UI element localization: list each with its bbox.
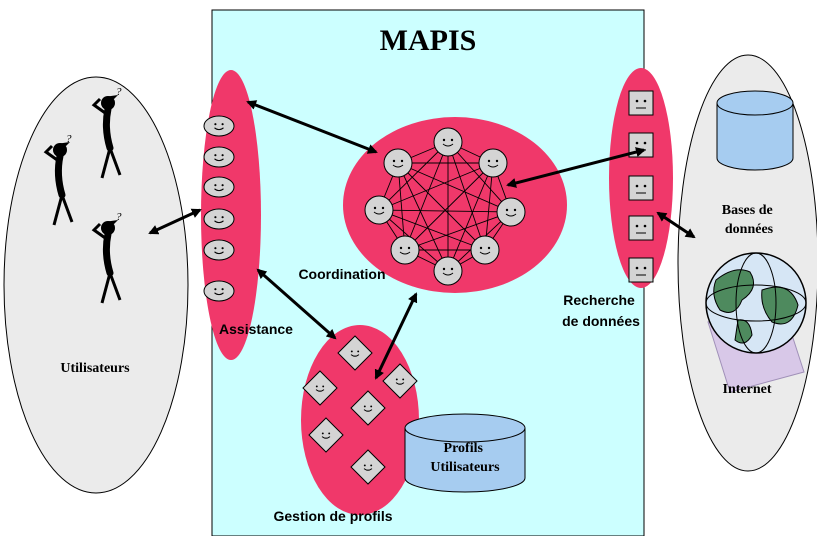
round-smiley-agent-icon	[478, 148, 508, 178]
users-ellipse	[3, 76, 189, 494]
oval-smiley-agent-icon	[203, 176, 235, 198]
assistant-agents	[203, 115, 235, 302]
search-agents	[628, 90, 654, 283]
globe-icon	[705, 252, 807, 393]
arrow-coordination-search	[506, 147, 646, 188]
label-users: Utilisateurs	[60, 361, 130, 376]
svg-text:?: ?	[116, 86, 122, 98]
square-face-agent-icon	[628, 175, 654, 201]
round-smiley-agent-icon	[496, 197, 526, 227]
square-face-agent-icon	[628, 90, 654, 116]
label-coordination: Coordination	[298, 266, 385, 282]
round-smiley-agent-icon	[433, 127, 463, 157]
oval-smiley-agent-icon	[203, 280, 235, 302]
round-smiley-agent-icon	[470, 235, 500, 265]
label-profiles-mgmt: Gestion de profils	[273, 508, 392, 524]
svg-text:?: ?	[66, 133, 72, 145]
diamond-face-agent-icon	[302, 370, 338, 406]
thinking-person-icon: ?	[91, 86, 122, 179]
diagram-title: MAPIS	[380, 24, 477, 57]
diamond-face-agent-icon	[308, 417, 344, 453]
thinking-person-icon: ?	[43, 133, 74, 226]
coordination-agents	[364, 127, 526, 286]
oval-smiley-agent-icon	[203, 239, 235, 261]
oval-smiley-agent-icon	[203, 146, 235, 168]
label-internet: Internet	[723, 382, 772, 397]
label-profiles-db: Profils Utilisateurs	[430, 441, 500, 475]
arrow-users-assistance	[148, 208, 202, 235]
round-smiley-agent-icon	[383, 148, 413, 178]
label-databases: Bases de données	[722, 203, 776, 237]
label-search: Recherche de données	[562, 292, 640, 329]
label-assistance: Assistance	[219, 321, 293, 337]
diamond-face-agent-icon	[350, 449, 386, 485]
diamond-face-agent-icon	[350, 390, 386, 426]
arrow-assistance-coordination	[246, 100, 378, 154]
diamond-face-agent-icon	[337, 335, 373, 371]
oval-smiley-agent-icon	[203, 208, 235, 230]
arrow-assistance-profiles	[256, 268, 337, 340]
square-face-agent-icon	[628, 215, 654, 241]
svg-text:?: ?	[116, 211, 122, 223]
round-smiley-agent-icon	[433, 256, 463, 286]
thinking-person-icon: ?	[91, 211, 122, 304]
arrow-coordination-profiles	[374, 292, 418, 380]
profile-agents	[302, 335, 418, 485]
round-smiley-agent-icon	[390, 235, 420, 265]
connections	[148, 100, 696, 380]
cylinder-database-icon	[716, 90, 794, 171]
arrow-search-sources	[656, 211, 696, 239]
oval-smiley-agent-icon	[203, 115, 235, 137]
square-face-agent-icon	[628, 257, 654, 283]
profiles-database: Profils Utilisateurs	[404, 413, 526, 493]
round-smiley-agent-icon	[364, 195, 394, 225]
user-figures: ? ? ?	[43, 86, 122, 304]
